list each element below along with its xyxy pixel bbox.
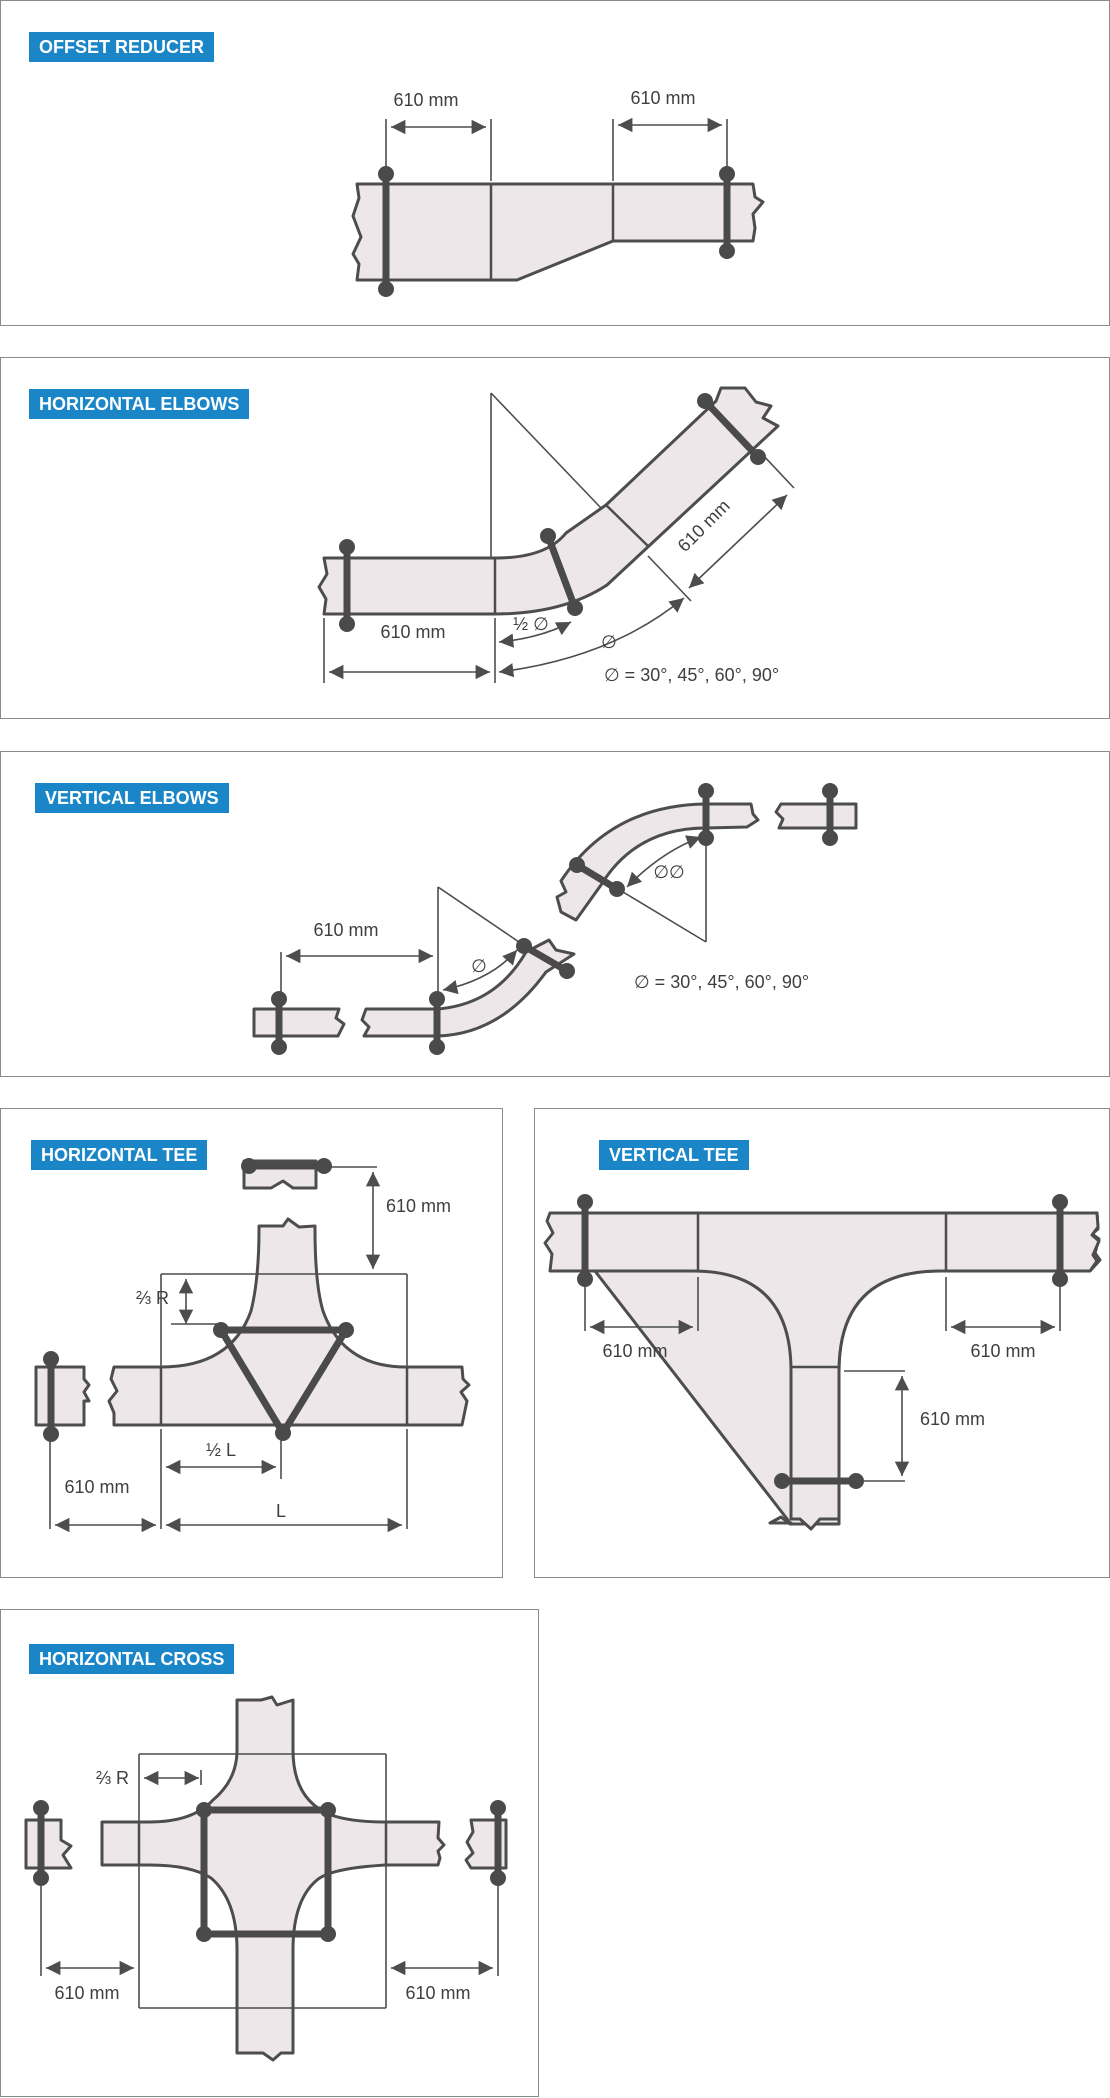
- hanger: [490, 1800, 506, 1886]
- dim-label: 610 mm: [970, 1341, 1035, 1361]
- dim-label: 610 mm: [380, 622, 445, 642]
- hanger: [577, 1194, 593, 1287]
- hanger: [774, 1473, 864, 1489]
- hanger: [271, 991, 287, 1055]
- horizontal-cross-title: HORIZONTAL CROSS: [29, 1644, 235, 1674]
- angle-arrow: [498, 597, 685, 678]
- hanger: [822, 783, 838, 846]
- small-duct-left: [34, 1365, 91, 1427]
- offset-reducer-duct: [351, 182, 765, 282]
- dim-arrow: [688, 494, 788, 589]
- dim-label: 610 mm: [54, 1983, 119, 2003]
- dim-label: 610 mm: [393, 90, 458, 110]
- hanger: [516, 938, 575, 979]
- hanger: [1052, 1194, 1068, 1287]
- vertical-elbows-diagram: 610 mm ∅ ∅∅ ∅ = 30°, 45°, 60°, 90°: [252, 783, 858, 1055]
- lower-elbow-duct: [360, 938, 576, 1038]
- hanger: [540, 528, 583, 616]
- angle-label: ½ ∅: [513, 614, 549, 634]
- dim-label: 610 mm: [405, 1983, 470, 2003]
- vertical-elbows-panel: VERTICAL ELBOWS 610 mm ∅ ∅∅ ∅ = 30°, 45°…: [0, 751, 1110, 1077]
- horizontal-elbow-duct: [317, 386, 780, 616]
- hanger: [339, 539, 355, 632]
- horizontal-tee-title: HORIZONTAL TEE: [31, 1140, 208, 1170]
- angle-note: ∅ = 30°, 45°, 60°, 90°: [604, 665, 779, 685]
- radius-label: ⅔ R: [136, 1288, 169, 1308]
- hanger: [697, 393, 766, 465]
- horizontal-cross-duct: [100, 1695, 446, 2062]
- dim-label: 610 mm: [64, 1477, 129, 1497]
- hanger: [241, 1158, 332, 1174]
- dim-label: 610 mm: [630, 88, 695, 108]
- angle-arrow: [442, 949, 518, 995]
- hanger: [698, 783, 714, 846]
- dim-label: 610 mm: [386, 1196, 451, 1216]
- dim-label: 610 mm: [602, 1341, 667, 1361]
- radius-label: ⅔ R: [96, 1768, 129, 1788]
- hanger: [378, 166, 394, 297]
- vertical-tee-diagram: 610 mm 610 mm 610 mm: [543, 1194, 1102, 1531]
- horizontal-elbows-title: HORIZONTAL ELBOWS: [29, 389, 250, 419]
- dim-label: 610 mm: [313, 920, 378, 940]
- horizontal-tee-duct: [107, 1217, 471, 1427]
- horizontal-tee-diagram: 610 mm ⅔ R ½ L 610 mm L: [34, 1158, 471, 1533]
- small-duct-left: [24, 1818, 73, 1870]
- vertical-tee-panel: VERTICAL TEE 610 mm 610 mm 610 mm: [534, 1108, 1110, 1578]
- angle-label: ∅: [601, 632, 617, 652]
- hanger: [429, 991, 445, 1055]
- dim-label: ½ L: [206, 1440, 236, 1460]
- horizontal-tee-panel: HORIZONTAL TEE 610 mm ⅔ R ½ L 610 mm L: [0, 1108, 503, 1578]
- angle-note: ∅ = 30°, 45°, 60°, 90°: [634, 972, 809, 992]
- horizontal-cross-diagram: ⅔ R 610 mm 610 mm: [24, 1695, 508, 2062]
- offset-reducer-diagram: 610 mm 610 mm: [351, 88, 765, 297]
- vertical-elbows-title: VERTICAL ELBOWS: [35, 783, 229, 813]
- triangle-hanger: [213, 1322, 354, 1441]
- angle-label: ∅: [471, 956, 487, 976]
- left-straight-duct: [252, 1007, 346, 1038]
- hanger: [43, 1351, 59, 1442]
- horizontal-cross-panel: HORIZONTAL CROSS ⅔ R 610 mm 610 mm: [0, 1609, 539, 2097]
- right-straight-duct: [774, 802, 858, 830]
- offset-reducer-title: OFFSET REDUCER: [29, 32, 215, 62]
- dim-label: 610 mm: [920, 1409, 985, 1429]
- angle-arrow: [626, 835, 702, 888]
- angle-label: ∅∅: [653, 862, 684, 882]
- hanger: [569, 857, 625, 897]
- hanger: [33, 1800, 49, 1886]
- horizontal-elbows-panel: HORIZONTAL ELBOWS 610 mm ½ ∅ ∅ 610 mm ∅ …: [0, 357, 1110, 719]
- hanger: [719, 166, 735, 259]
- horizontal-elbows-diagram: 610 mm ½ ∅ ∅ 610 mm ∅ = 30°, 45°, 60°, 9…: [317, 386, 795, 685]
- vertical-tee-body: [543, 1211, 1101, 1531]
- vertical-tee-title: VERTICAL TEE: [599, 1140, 749, 1170]
- offset-reducer-panel: OFFSET REDUCER 610 mm 610 mm: [0, 0, 1110, 326]
- dim-label: L: [276, 1501, 286, 1521]
- square-hanger: [196, 1802, 336, 1942]
